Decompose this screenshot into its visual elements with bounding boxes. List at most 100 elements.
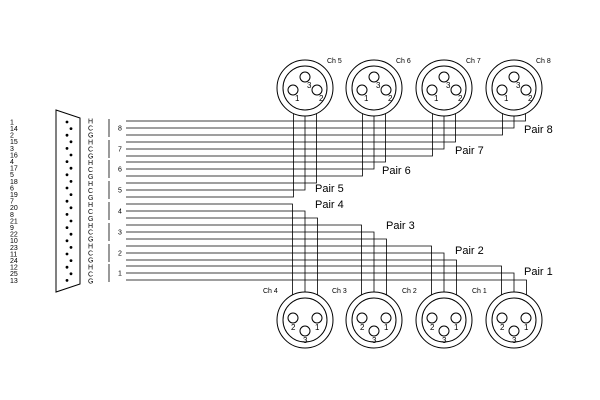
db25-pin-dot <box>65 147 69 150</box>
db25-pin-labels: 1142153164175186197208219221023112412251… <box>10 119 18 284</box>
pair-label: Pair 8 <box>524 124 553 136</box>
db25-pin-dots <box>65 120 73 282</box>
xlr-pin-label: 2 <box>458 94 463 103</box>
hcg-label: G <box>88 216 93 223</box>
db25-pin-label: 7 <box>10 199 14 206</box>
db25-pin-label: 4 <box>10 159 14 166</box>
db25-pin-label: 21 <box>10 218 18 225</box>
wire <box>126 210 306 331</box>
db25-pin-dot <box>69 206 73 210</box>
hcg-label: C <box>88 125 93 132</box>
xlr-pin <box>520 312 532 324</box>
db25-pin-label: 10 <box>10 238 18 245</box>
db25-pin-dot <box>65 199 69 203</box>
db25-pin-label: 24 <box>10 258 18 265</box>
xlr-inner-ring <box>421 65 467 111</box>
wire <box>126 90 294 198</box>
channel-label: Ch 7 <box>466 58 481 65</box>
hcg-label: C <box>88 209 93 216</box>
xlr-inner-ring <box>351 297 397 343</box>
xlr-inner-ring <box>491 297 537 343</box>
wire <box>126 203 293 318</box>
db25-pin-dot <box>65 186 69 190</box>
channel-label: Ch 2 <box>402 288 417 295</box>
hcg-label: C <box>88 230 93 237</box>
db25-pin-label: 22 <box>10 232 18 239</box>
channel-label: Ch 4 <box>263 288 278 295</box>
hcg-label: G <box>88 153 93 160</box>
pair-number: 6 <box>118 167 122 174</box>
hcg-label: C <box>88 188 93 195</box>
db25-pin-label: 15 <box>10 139 18 146</box>
xlr-pin-label: 3 <box>512 336 517 345</box>
xlr-pin-label: 3 <box>372 336 377 345</box>
xlr-inner-ring <box>491 65 537 111</box>
xlr-pin-label: 3 <box>446 81 451 90</box>
xlr-pin <box>496 312 508 324</box>
xlr-pin-label: 1 <box>504 94 509 103</box>
xlr-inner-ring <box>282 297 328 343</box>
xlr-outer-ring <box>345 59 403 117</box>
xlr-pin <box>356 84 368 96</box>
db25-pin-dot <box>65 252 69 256</box>
xlr-inner-ring <box>351 65 397 111</box>
channel-label: Ch 3 <box>332 288 347 295</box>
db25-pin-label: 23 <box>10 245 18 252</box>
wire <box>126 238 387 318</box>
wire <box>126 90 386 163</box>
hcg-label: H <box>88 139 93 146</box>
db25-pin-label: 6 <box>10 185 14 192</box>
xlr-outer-ring <box>485 59 543 117</box>
hcg-label: H <box>88 202 93 209</box>
pair-number: 7 <box>118 147 122 154</box>
db25-pin-label: 2 <box>10 133 14 140</box>
channel-label: Ch 6 <box>396 58 411 65</box>
xlr-pin-label: 3 <box>376 81 381 90</box>
xlr-inner-ring <box>421 297 467 343</box>
xlr-pin <box>508 325 520 337</box>
wire <box>126 224 362 318</box>
xlr-pin <box>311 312 323 324</box>
wire <box>126 77 375 170</box>
xlr-pin <box>380 312 392 324</box>
xlr-pin <box>438 71 450 83</box>
db25-pin-dot <box>65 239 69 243</box>
xlr-pin-label: 2 <box>430 323 435 332</box>
xlr-outer-ring <box>276 291 334 349</box>
xlr-pin-label: 2 <box>500 323 505 332</box>
db25-pin-label: 14 <box>10 126 18 133</box>
db25-connector <box>55 109 81 293</box>
db25-pin-dot <box>65 133 69 137</box>
pair-label: Pair 2 <box>455 245 484 257</box>
db25-pin-label: 18 <box>10 179 18 186</box>
xlr-pin-label: 3 <box>307 81 312 90</box>
db25-pin-label: 1 <box>10 119 14 126</box>
db25-pin-dot <box>65 120 69 124</box>
channel-label: Ch 1 <box>472 288 487 295</box>
hcg-label: H <box>88 223 93 230</box>
db25-pin-label: 13 <box>10 278 18 285</box>
db25-pin-dot <box>65 265 69 269</box>
channel-label: Ch 8 <box>536 58 551 65</box>
xlr-pin <box>426 84 438 96</box>
pair-label: Pair 1 <box>524 266 553 278</box>
xlr-pin <box>426 312 438 324</box>
xlr-pin-label: 1 <box>295 94 300 103</box>
db25-pin-dot <box>69 246 73 249</box>
xlr-pin <box>287 312 299 324</box>
xlr-pin <box>311 84 323 96</box>
hcg-label: G <box>88 132 93 139</box>
hcg-label: G <box>88 174 93 181</box>
pair-number: 4 <box>118 209 122 216</box>
xlr-pin-label: 1 <box>315 323 320 332</box>
db25-pin-dot <box>65 173 69 177</box>
xlr-pin <box>438 325 450 337</box>
